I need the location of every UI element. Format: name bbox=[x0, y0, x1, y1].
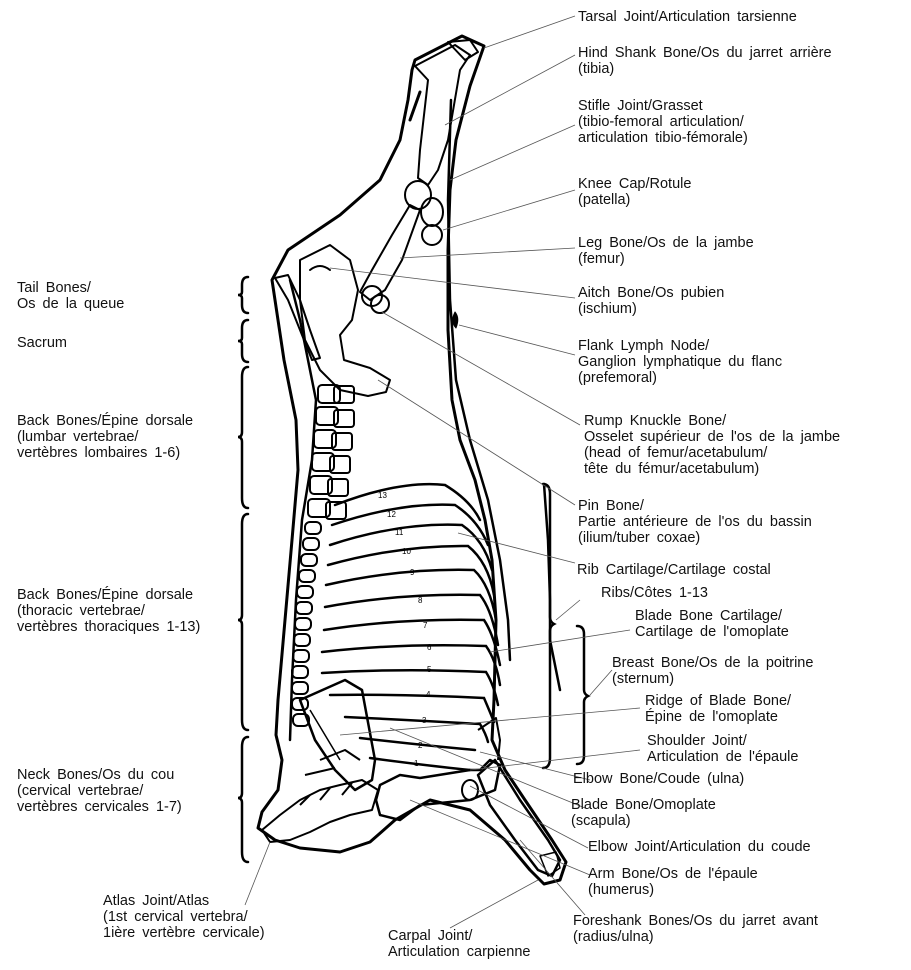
label-ridge-of-blade-bone: Ridge of Blade Bone/Épine de l'omoplate bbox=[645, 693, 792, 725]
pelvis-bone bbox=[299, 244, 391, 397]
ribs bbox=[320, 482, 502, 772]
thoracic-vertebrae bbox=[291, 521, 322, 727]
label-thoracic-back-bones: Back Bones/Épine dorsale(thoracic verteb… bbox=[17, 587, 201, 635]
rib-numbers: 13 12 11 10 9 8 7 6 5 4 3 2 1 bbox=[378, 491, 432, 768]
sternum bbox=[477, 717, 501, 761]
svg-text:4: 4 bbox=[426, 690, 431, 699]
label-breast-bone: Breast Bone/Os de la poitrine(sternum) bbox=[612, 655, 814, 687]
brace-lumbar bbox=[237, 365, 250, 510]
label-foreshank-bones: Foreshank Bones/Os du jarret avant(radiu… bbox=[573, 913, 818, 945]
label-blade-bone-cartilage: Blade Bone Cartilage/Cartilage de l'omop… bbox=[635, 608, 789, 640]
brace-sacrum bbox=[237, 318, 250, 364]
label-elbow-bone: Elbow Bone/Coude (ulna) bbox=[573, 771, 745, 787]
label-leg-bone: Leg Bone/Os de la jambe(femur) bbox=[578, 235, 754, 267]
flank-inner-line-2 bbox=[542, 482, 562, 692]
svg-text:10: 10 bbox=[402, 547, 411, 556]
brace-thoracic bbox=[237, 512, 250, 732]
label-hind-shank-bone: Hind Shank Bone/Os du jarret arrière(tib… bbox=[578, 45, 832, 77]
femur-bone bbox=[359, 204, 421, 301]
flank-inner-line bbox=[446, 98, 512, 662]
lumbar-vertebrae bbox=[307, 384, 355, 520]
label-lumbar-back-bones: Back Bones/Épine dorsale(lumbar vertebra… bbox=[17, 413, 194, 461]
label-tarsal-joint: Tarsal Joint/Articulation tarsienne bbox=[578, 9, 797, 25]
label-aitch-bone: Aitch Bone/Os pubien(ischium) bbox=[578, 285, 725, 317]
label-elbow-joint: Elbow Joint/Articulation du coude bbox=[588, 839, 811, 855]
svg-text:11: 11 bbox=[395, 528, 404, 537]
label-tail-bones: Tail Bones/Os de la queue bbox=[17, 280, 125, 312]
brace-ribs-outer bbox=[541, 482, 557, 770]
svg-text:12: 12 bbox=[387, 510, 396, 519]
flank-lymph-node bbox=[452, 311, 459, 329]
label-stifle-joint: Stifle Joint/Grasset(tibio-femoral artic… bbox=[578, 98, 748, 146]
label-atlas-joint: Atlas Joint/Atlas(1st cervical vertebra/… bbox=[103, 893, 265, 941]
label-pin-bone: Pin Bone/Partie antérieure de l'os du ba… bbox=[578, 498, 812, 546]
patella-bone bbox=[404, 180, 432, 210]
tibia-bone bbox=[414, 44, 471, 186]
label-flank-lymph-node: Flank Lymph Node/Ganglion lymphatique du… bbox=[578, 338, 783, 386]
label-arm-bone: Arm Bone/Os de l'épaule(humerus) bbox=[588, 866, 758, 898]
foreshank-bone bbox=[476, 758, 562, 878]
label-ribs: Ribs/Côtes 1-13 bbox=[601, 585, 708, 601]
tail-vertebrae bbox=[274, 274, 321, 361]
label-carpal-joint: Carpal Joint/Articulation carpienne bbox=[388, 928, 531, 960]
brace-ribs-inner bbox=[575, 624, 591, 766]
brace-neck bbox=[237, 735, 250, 864]
svg-text:9: 9 bbox=[410, 568, 415, 577]
svg-text:7: 7 bbox=[423, 621, 428, 630]
svg-text:6: 6 bbox=[427, 643, 432, 652]
label-rib-cartilage: Rib Cartilage/Cartilage costal bbox=[577, 562, 771, 578]
left-braces bbox=[237, 275, 250, 864]
leader-lines bbox=[244, 15, 641, 929]
svg-text:8: 8 bbox=[418, 596, 423, 605]
svg-text:2: 2 bbox=[418, 741, 423, 750]
scapula-bone bbox=[298, 678, 377, 792]
label-shoulder-joint: Shoulder Joint/Articulation de l'épaule bbox=[647, 733, 799, 765]
neck-vertebrae bbox=[261, 779, 379, 843]
svg-text:3: 3 bbox=[422, 716, 427, 725]
svg-text:13: 13 bbox=[378, 491, 387, 500]
label-rump-knuckle-bone: Rump Knuckle Bone/Osselet supérieur de l… bbox=[584, 413, 841, 477]
svg-text:1: 1 bbox=[414, 759, 419, 768]
carcass-outline bbox=[256, 34, 568, 886]
label-knee-cap: Knee Cap/Rotule(patella) bbox=[578, 176, 692, 208]
label-neck-bones: Neck Bones/Os du cou(cervical vertebrae/… bbox=[17, 767, 182, 815]
right-braces bbox=[541, 482, 591, 770]
brace-tail bbox=[237, 275, 250, 315]
label-sacrum: Sacrum bbox=[17, 335, 67, 351]
label-blade-bone: Blade Bone/Omoplate(scapula) bbox=[571, 797, 716, 829]
svg-text:5: 5 bbox=[427, 665, 432, 674]
humerus-bone bbox=[374, 758, 502, 822]
elbow-joint bbox=[461, 779, 479, 801]
